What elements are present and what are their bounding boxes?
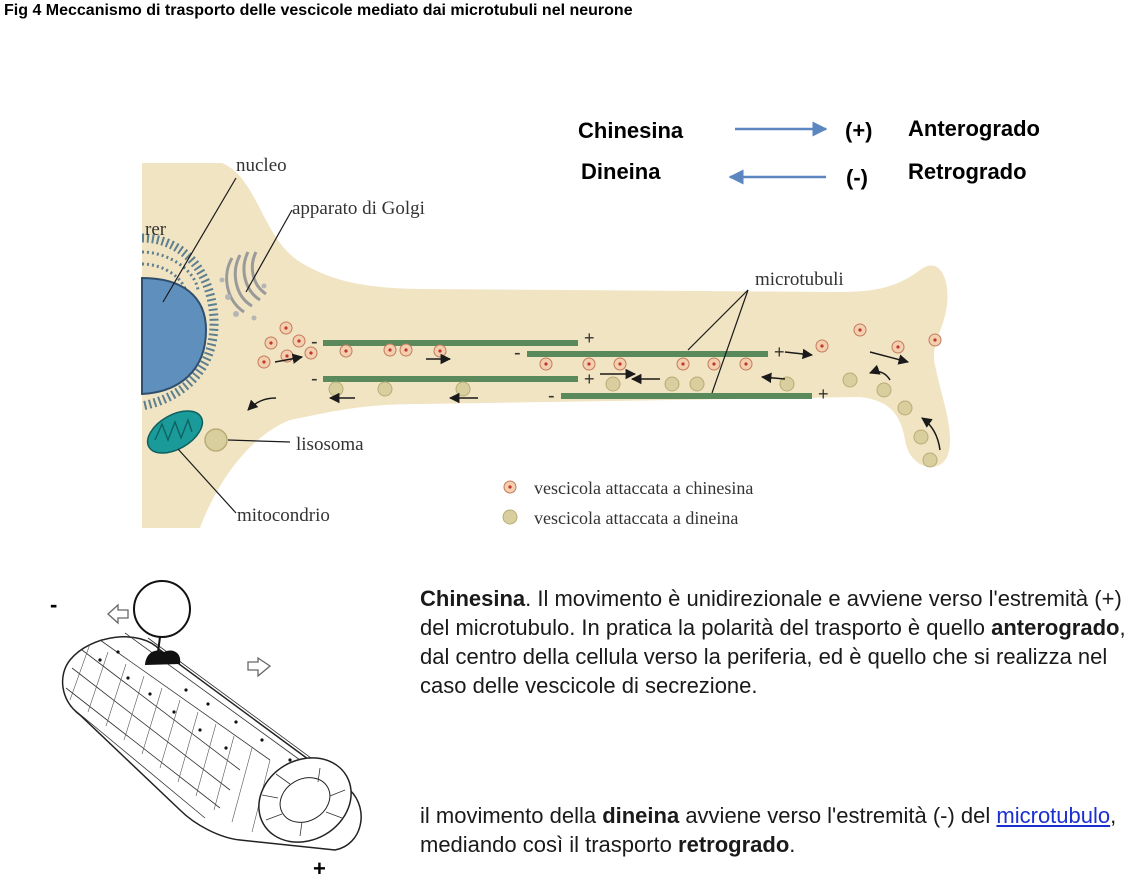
figure-title: Fig 4 Meccanismo di trasporto delle vesc… — [4, 2, 633, 19]
neuron-labels: nucleo apparato di Golgi rer microtubuli… — [145, 155, 844, 526]
svg-text:+: + — [774, 342, 785, 362]
retrograde-term: retrogrado — [678, 832, 790, 857]
dynein-label: Dineina — [581, 159, 661, 184]
kinesin-text-2: , dal centro della cellula verso la peri… — [420, 615, 1126, 698]
dynein-vesicles — [328, 372, 938, 468]
dynein-vesicle-swatch — [502, 509, 518, 525]
microtubule-link[interactable]: microtubulo — [996, 803, 1111, 828]
dynein-text-3: , mediando così il trasporto — [420, 803, 1117, 857]
kinesin-text-1: . Il movimento è unidirezionale e avvien… — [420, 586, 1122, 640]
svg-text:-: - — [311, 331, 318, 353]
retrograde-label: Retrogrado — [908, 159, 1027, 184]
svg-text:+: + — [584, 369, 595, 389]
polarity-marks: - + - + - + - + — [311, 328, 829, 407]
dynein-text-1: il movimento della — [420, 803, 603, 828]
mitochondrion-label: mitocondrio — [237, 505, 330, 526]
svg-text:+: + — [584, 328, 595, 348]
microtubules-label: microtubuli — [755, 269, 844, 290]
motor-legend: Chinesina (+) Anterogrado Dineina (-) Re… — [578, 116, 1040, 190]
microtubules — [323, 340, 812, 399]
minus-end-label: (-) — [846, 165, 868, 190]
rer — [141, 233, 219, 411]
svg-text:-: - — [548, 385, 555, 407]
cylinder-minus-label: - — [50, 592, 57, 617]
svg-text:-: - — [514, 342, 521, 364]
lysosome — [204, 428, 228, 452]
cylinder-plus-label: + — [313, 856, 326, 881]
plus-direction-arrow-icon — [247, 656, 272, 678]
dynein-term: dineina — [602, 803, 680, 828]
svg-text:-: - — [311, 368, 318, 390]
rer-label: rer — [145, 219, 167, 240]
label-leaders — [162, 177, 749, 514]
neuron-cell: - + - + - + - + — [141, 163, 951, 528]
kinesin-motor-icon — [133, 580, 191, 665]
kinesin-description: Chinesina. Il movimento è unidirezionale… — [420, 584, 1140, 700]
dynein-text-4: . — [789, 832, 796, 857]
microtubule-cylinder-figure: - + — [50, 580, 362, 881]
movement-arrows — [247, 348, 941, 451]
kinesin-label: Chinesina — [578, 118, 684, 143]
golgi-apparatus — [225, 251, 267, 314]
kinesin-vesicle-label: vescicola attaccata a chinesina — [534, 478, 753, 498]
tubule-body — [61, 632, 362, 851]
dynein-vesicle-label: vescicola attaccata a dineina — [534, 508, 738, 528]
nucleus-label: nucleo — [236, 155, 287, 176]
anterograde-label: Anterogrado — [908, 116, 1040, 141]
anterograde-term: anterogrado — [991, 615, 1120, 640]
dynein-description: il movimento della dineina avviene verso… — [420, 801, 1140, 859]
kinesin-term: Chinesina — [420, 586, 526, 611]
mitochondrion — [146, 410, 204, 454]
dynein-text-2: avviene verso l'estremità (-) del — [679, 803, 997, 828]
golgi-label: apparato di Golgi — [292, 198, 425, 219]
svg-text:+: + — [818, 384, 829, 404]
vesicle-legend: vescicola attaccata a chinesina vescicol… — [502, 478, 753, 528]
plus-end-label: (+) — [845, 118, 873, 143]
nucleus — [141, 276, 208, 396]
lysosome-label: lisosoma — [296, 434, 364, 455]
minus-direction-arrow-icon — [107, 603, 129, 625]
